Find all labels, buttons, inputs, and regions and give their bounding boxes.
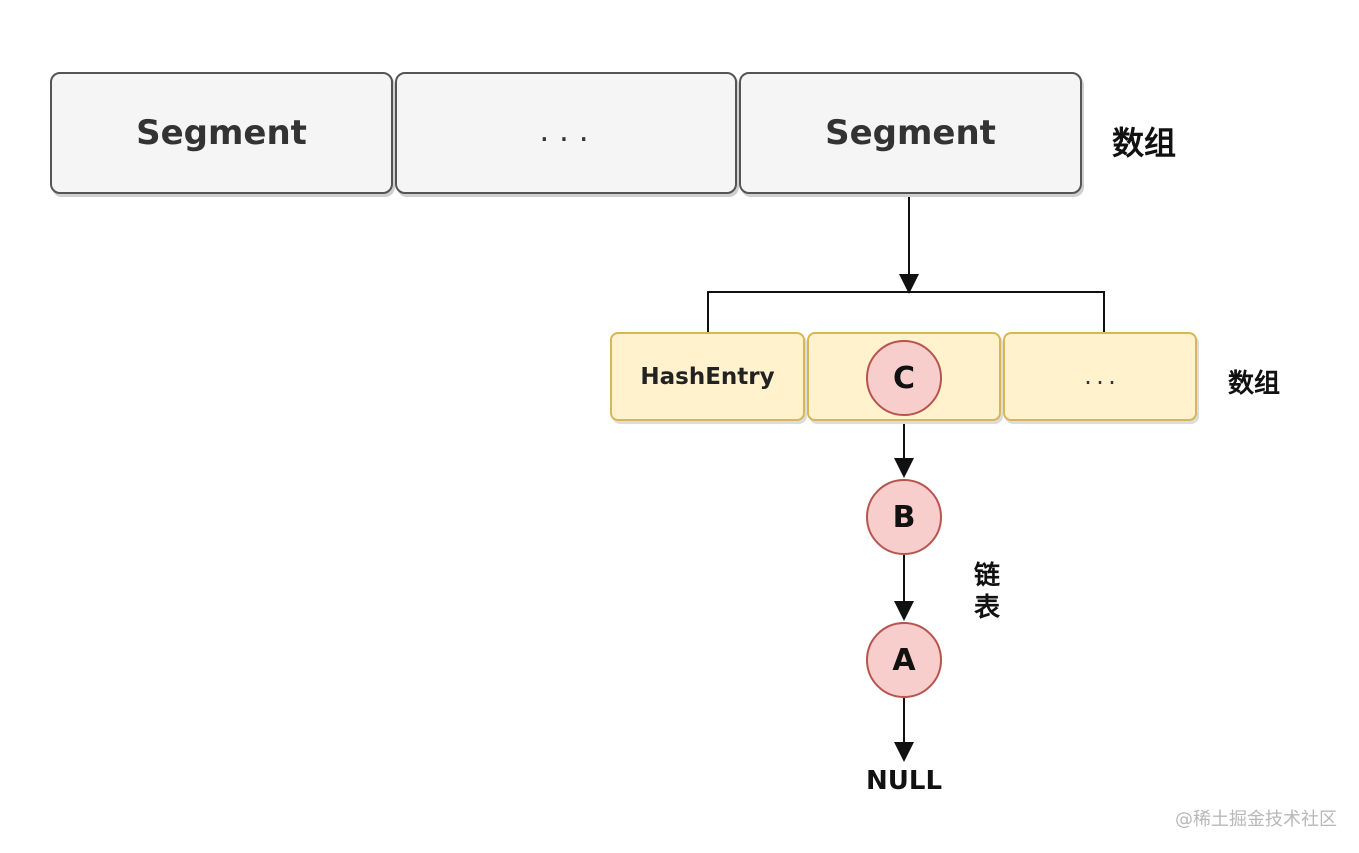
hash-entry-cell-3: ... [1003, 332, 1197, 421]
hash-entry-cell-1: HashEntry [610, 332, 805, 421]
linked-list-label: 链 表 [974, 561, 1001, 623]
entries-bracket [707, 291, 1105, 332]
segment-cell-ellipsis: ... [536, 118, 596, 148]
watermark: @稀土掘金技术社区 [1175, 809, 1337, 830]
segment-cell-label: Segment [825, 113, 996, 153]
node-c: C [866, 340, 942, 416]
segment-cell-2: ... [395, 72, 737, 194]
segment-array-label: 数组 [1112, 124, 1177, 162]
segment-cell-3: Segment [739, 72, 1082, 194]
hash-entry-array-label: 数组 [1228, 369, 1281, 399]
node-a: A [866, 622, 942, 698]
node-label: B [892, 499, 916, 535]
null-terminal: NULL [866, 766, 943, 796]
node-label: C [892, 360, 916, 396]
node-b: B [866, 479, 942, 555]
segment-cell-label: Segment [136, 113, 307, 153]
hash-entry-label: HashEntry [640, 363, 775, 390]
node-label: A [892, 642, 916, 678]
hash-entry-ellipsis: ... [1081, 364, 1119, 389]
segment-cell-1: Segment [50, 72, 393, 194]
